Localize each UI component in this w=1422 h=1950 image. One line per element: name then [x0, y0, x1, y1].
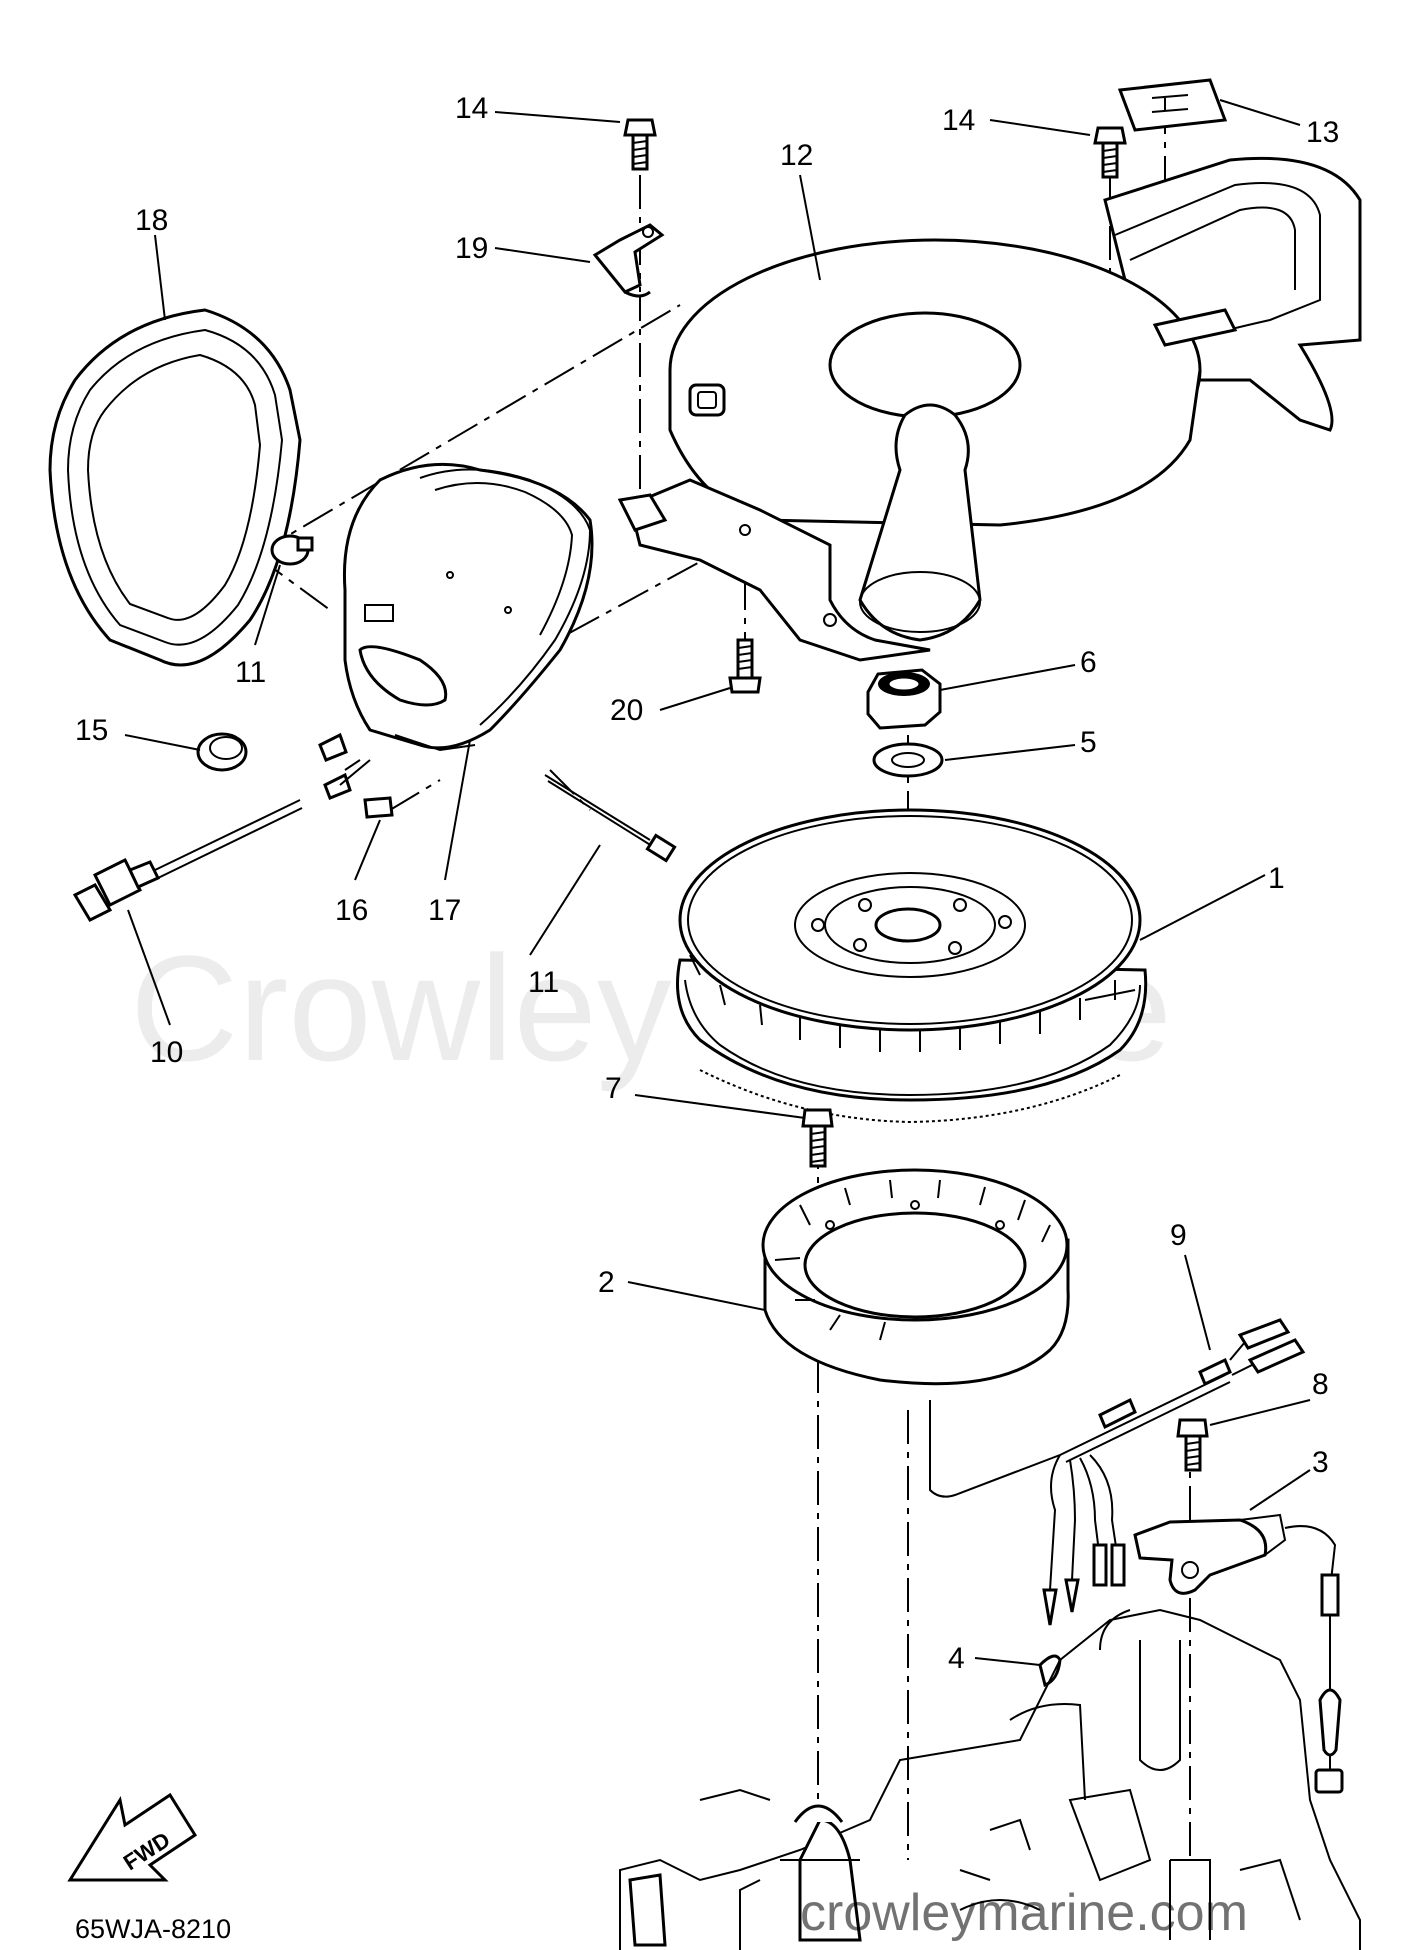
part-19-clip: [592, 223, 665, 298]
callout-7: 7: [605, 1072, 622, 1105]
part-17-silencer: [342, 462, 594, 752]
callout-12: 12: [780, 139, 813, 172]
callout-13: 13: [1306, 116, 1339, 149]
part-8-bolt: [1176, 1418, 1209, 1472]
callout-labels: 1 2 3 4 5 6 7 8 9 10 11 11 12 13 14 14 1…: [75, 92, 1339, 1675]
part-15-plug: [196, 732, 248, 772]
part-16-tag: [363, 796, 394, 819]
part-18-seal-ring: [48, 308, 302, 667]
part-14-bolt-upper-right: [1093, 126, 1127, 179]
part-6-nut: [866, 668, 942, 730]
part-11-wire-lead: [544, 774, 677, 863]
callout-4: 4: [948, 1642, 965, 1675]
leader-lines: [124, 99, 1311, 1666]
callout-17: 17: [428, 894, 461, 927]
diagram-code: 65WJA-8210: [75, 1914, 231, 1944]
callout-18: 18: [135, 204, 168, 237]
callout-8: 8: [1312, 1368, 1329, 1401]
part-14-bolt-upper-left: [623, 118, 657, 171]
callout-11-lower: 11: [528, 966, 559, 999]
callout-2: 2: [598, 1266, 615, 1299]
callout-16: 16: [335, 894, 368, 927]
part-3-pulser-coil: [1133, 1513, 1344, 1794]
callout-20: 20: [610, 694, 643, 727]
part-7-bolt: [801, 1108, 834, 1168]
callout-1: 1: [1268, 862, 1285, 895]
forward-direction-arrow: FWD: [67, 1792, 198, 1882]
callout-6: 6: [1080, 646, 1097, 679]
part-10-thermo-switch: [72, 732, 371, 922]
part-11-grommet: [270, 534, 314, 566]
callout-14-right: 14: [942, 104, 975, 137]
part-20-bolt: [728, 638, 762, 694]
part-12-flywheel-cover: [617, 156, 1362, 662]
part-9-lead-harness: [929, 1318, 1306, 1626]
watermark-url: crowleymarine.com: [800, 1884, 1248, 1942]
callout-19: 19: [455, 232, 488, 265]
callout-3: 3: [1312, 1446, 1329, 1479]
part-2-stator: [761, 1168, 1070, 1386]
callout-5: 5: [1080, 726, 1097, 759]
callout-9: 9: [1170, 1219, 1187, 1252]
callout-10: 10: [150, 1036, 183, 1069]
callout-14-left: 14: [455, 92, 488, 125]
crankcase-background: [619, 1608, 1361, 1950]
callout-11-upper: 11: [235, 656, 266, 689]
callout-15: 15: [75, 714, 108, 747]
part-13-label: [1117, 78, 1228, 132]
part-5-washer: [872, 742, 944, 778]
part-1-flywheel: [676, 808, 1148, 1124]
